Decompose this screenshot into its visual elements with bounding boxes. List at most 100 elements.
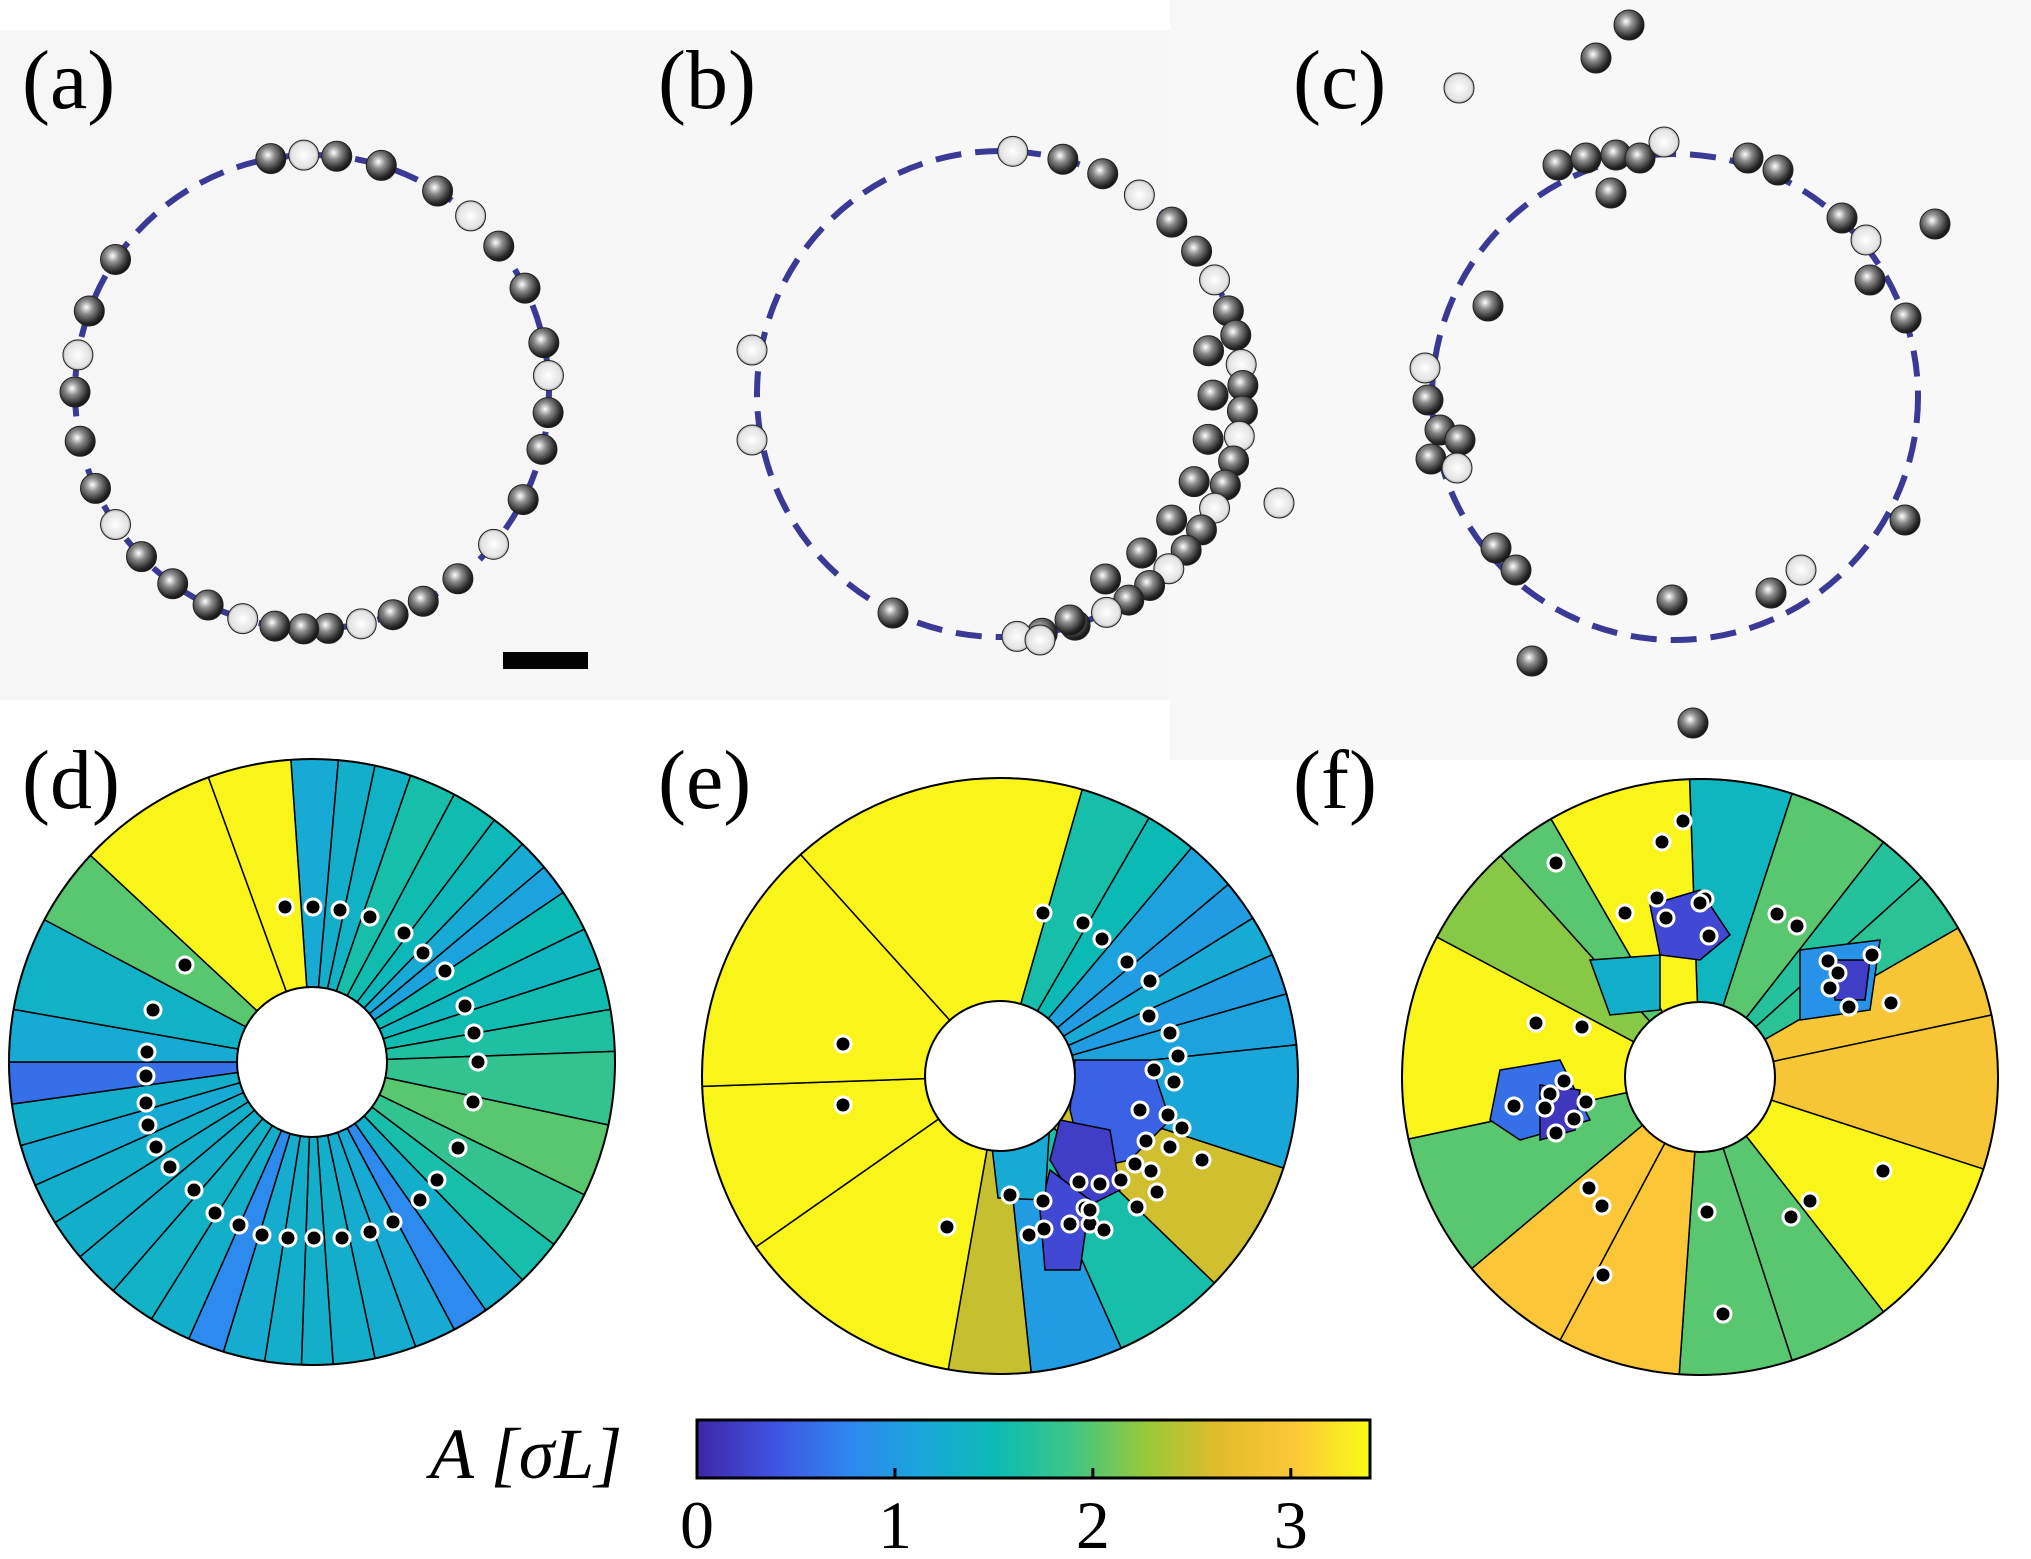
particle <box>532 397 564 429</box>
particle-marker <box>1080 1200 1100 1220</box>
particle-marker <box>410 1190 430 1210</box>
colorbar-gradient <box>695 1418 1372 1480</box>
particle <box>1090 563 1122 595</box>
colorbar-tick-label: 2 <box>1076 1487 1110 1559</box>
particle <box>79 472 111 504</box>
particle-marker <box>1092 929 1112 949</box>
particle-marker <box>304 1228 324 1248</box>
particle <box>509 272 541 304</box>
particle-marker <box>1652 832 1672 852</box>
particle-marker <box>360 907 380 927</box>
particle-marker <box>1090 1174 1110 1194</box>
particle <box>1624 142 1656 174</box>
particle-marker <box>1033 1191 1053 1211</box>
particle-marker <box>1546 1123 1566 1143</box>
particle-marker <box>1164 1072 1184 1092</box>
photo-background-b <box>615 30 1170 700</box>
voronoi-cell <box>1588 954 1661 1016</box>
particle <box>100 243 132 275</box>
particle-marker <box>1094 1220 1114 1240</box>
particle-marker <box>1060 1214 1080 1234</box>
particle-marker <box>1554 1071 1574 1091</box>
particle-marker <box>1546 853 1566 873</box>
particle <box>1024 624 1056 656</box>
particle-marker <box>463 1092 483 1112</box>
particle <box>422 175 454 207</box>
particle <box>1648 126 1680 158</box>
particle-marker <box>1147 1182 1167 1202</box>
particle <box>157 568 189 600</box>
particle <box>1126 537 1158 569</box>
particle-marker <box>1192 1150 1212 1170</box>
particle <box>1480 532 1512 564</box>
particle-marker <box>1111 1170 1131 1190</box>
panel-label-d: (d) <box>22 734 120 827</box>
particle-marker <box>146 1137 166 1157</box>
particle-group <box>59 9 1951 739</box>
particle-marker <box>1117 952 1137 972</box>
particle-marker <box>1697 1202 1717 1222</box>
scale-bar <box>503 652 588 669</box>
particle-marker <box>413 943 433 963</box>
photo-background-c <box>1170 0 2031 760</box>
particle-marker <box>205 1203 225 1223</box>
particle <box>1192 423 1224 455</box>
particle-marker <box>1160 1137 1180 1157</box>
particle <box>736 424 768 456</box>
particle-marker <box>1647 888 1667 908</box>
particle <box>1542 149 1574 181</box>
particle-marker <box>1130 1100 1150 1120</box>
particle <box>1412 384 1444 416</box>
particle <box>1220 319 1252 351</box>
particle-marker <box>360 1222 380 1242</box>
outer-boundary <box>1401 778 1999 1376</box>
voronoi-panel-d <box>8 758 616 1366</box>
particle <box>1409 352 1441 384</box>
particle-marker <box>1781 1207 1801 1227</box>
particle-marker <box>143 1000 163 1020</box>
voronoi-panel-f <box>1401 778 1999 1376</box>
particle <box>1890 302 1922 334</box>
particle-marker <box>1787 916 1807 936</box>
particle-marker <box>278 1228 298 1248</box>
particle <box>1732 142 1764 174</box>
particle-marker <box>1818 951 1838 971</box>
particle <box>377 599 409 631</box>
colorbar-label: A [σL] <box>426 1414 622 1494</box>
particle-marker <box>303 897 323 917</box>
panel-label-b: (b) <box>658 34 756 127</box>
particle-marker <box>1592 1196 1612 1216</box>
particle-marker <box>383 1212 403 1232</box>
inner-hole <box>236 986 388 1138</box>
particle-marker <box>175 955 195 975</box>
particle <box>532 359 564 391</box>
particle-marker <box>1713 1304 1733 1324</box>
particle-marker <box>1656 908 1676 928</box>
panel-label-f: (f) <box>1293 734 1377 827</box>
particle <box>1178 466 1210 498</box>
panel-label-e: (e) <box>658 734 751 827</box>
particle <box>1826 202 1858 234</box>
particle-marker <box>332 1228 352 1248</box>
particle-marker <box>1593 1265 1613 1285</box>
particle <box>345 608 377 640</box>
particle <box>1443 72 1475 104</box>
particle <box>1156 504 1188 536</box>
particle <box>1087 158 1119 190</box>
particle <box>455 200 487 232</box>
particle <box>1785 554 1817 586</box>
particle <box>1762 154 1794 186</box>
particle-marker <box>1144 1060 1164 1080</box>
particle <box>126 541 158 573</box>
particle <box>1854 264 1886 296</box>
particle-marker <box>1526 1013 1546 1033</box>
particle-marker <box>1839 997 1859 1017</box>
particle <box>526 433 558 465</box>
particle-marker <box>455 996 475 1016</box>
particle <box>1263 487 1295 519</box>
particle <box>1197 379 1229 411</box>
colorbar-tick-label: 3 <box>1274 1487 1308 1559</box>
particle-marker <box>1690 893 1710 913</box>
